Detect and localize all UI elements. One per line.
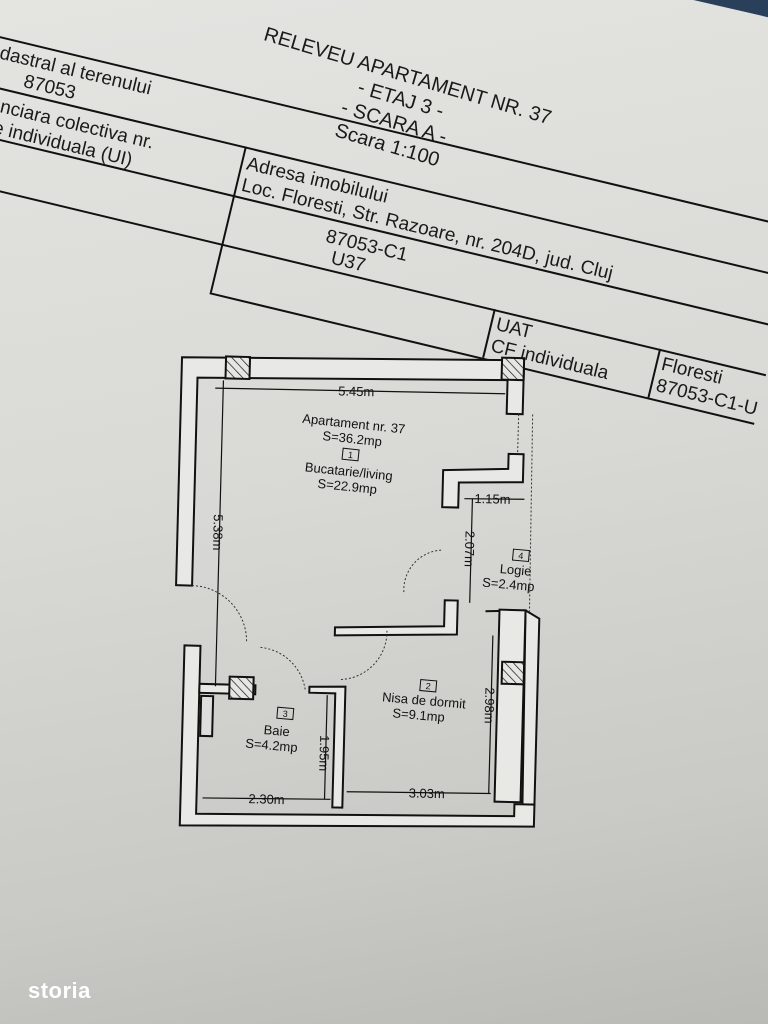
- column: [224, 355, 252, 381]
- room-number-box: [341, 447, 360, 462]
- dim-bedroom-height: 2.98m: [482, 687, 498, 724]
- dim-line-bath-v: [323, 695, 328, 800]
- room-1-number: 1: [348, 450, 354, 460]
- room-3-number: 3: [282, 709, 288, 719]
- shaft: [199, 694, 215, 738]
- column: [500, 660, 526, 686]
- dim-bath-width: 2.30m: [248, 791, 285, 807]
- room-3-name: Baie: [263, 722, 290, 739]
- dim-bath-height: 1.95m: [316, 735, 332, 772]
- wall-logia-corner: [441, 452, 525, 509]
- dim-line-logia: [464, 498, 525, 500]
- room-4-number: 4: [518, 551, 524, 561]
- wall-bath-right: [308, 685, 347, 809]
- door-swing-bath: [260, 646, 306, 691]
- room-4-area: S=2.4mp: [482, 575, 536, 595]
- room-number-box: [276, 706, 295, 721]
- door-swing-bedroom: [339, 630, 388, 680]
- room-2-number: 2: [425, 681, 431, 691]
- door-swing-entrance: [192, 585, 248, 643]
- dim-logia-height: 2.07m: [462, 531, 478, 568]
- dim-bedroom-width: 3.03m: [409, 785, 446, 801]
- dim-line-bedroom-h: [346, 791, 491, 795]
- dim-left: 5.38m: [210, 514, 226, 551]
- room-3-area: S=4.2mp: [245, 736, 299, 756]
- wall-bottom: [178, 644, 536, 828]
- dim-line-top: [215, 387, 506, 395]
- room-number-box: [419, 679, 438, 693]
- column: [228, 675, 255, 701]
- room-1-area: S=22.9mp: [317, 476, 378, 497]
- dim-line-left: [214, 380, 225, 687]
- apartment-area: S=36.2mp: [322, 428, 383, 449]
- storia-logo: storia: [28, 978, 91, 1003]
- column: [500, 356, 526, 382]
- dim-logia-width: 1.15m: [474, 491, 511, 507]
- door-swing-logia: [403, 549, 442, 594]
- dim-line-bedroom-v: [488, 635, 494, 794]
- room-2-area: S=9.1mp: [392, 705, 446, 725]
- dim-line-logia-v: [469, 498, 474, 603]
- room-number-box: [511, 548, 530, 563]
- dim-top: 5.45m: [338, 383, 375, 399]
- wall-bedroom-right-block: [493, 608, 527, 804]
- dim-line-bath-h: [202, 797, 331, 800]
- wall-interior: [333, 599, 459, 637]
- room-4-name: Logie: [499, 561, 532, 579]
- room-2-name: Nisa de dormit: [382, 689, 467, 711]
